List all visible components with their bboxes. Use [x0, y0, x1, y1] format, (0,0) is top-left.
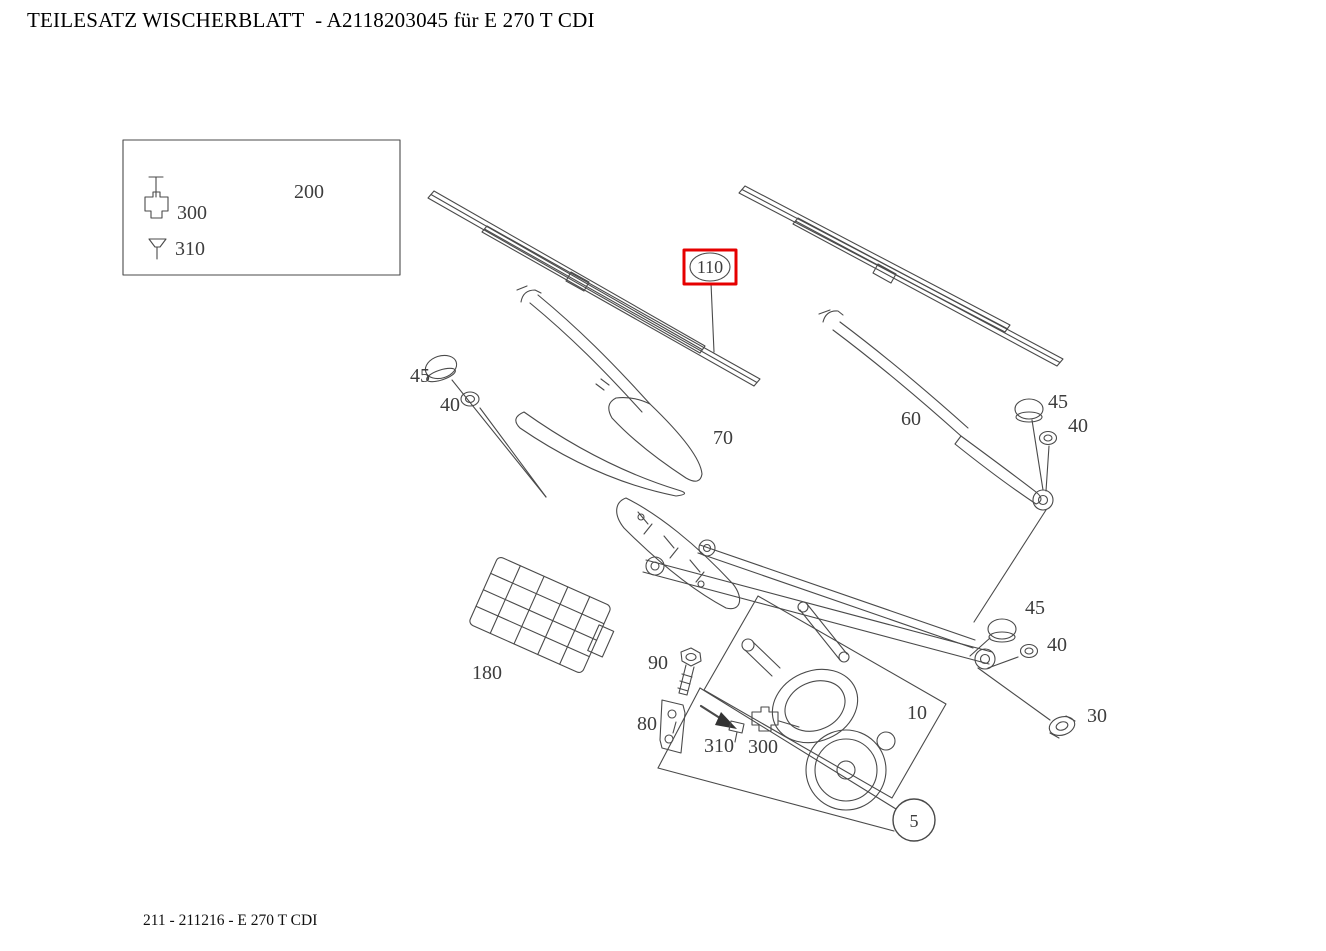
cap-left — [424, 354, 458, 383]
clip-310 — [728, 720, 745, 743]
part-label-310-legend[interactable]: 310 — [175, 238, 205, 260]
highlight-box-110[interactable] — [682, 248, 738, 353]
nut-right — [1038, 430, 1058, 492]
direction-arrow-icon — [699, 704, 737, 729]
part-label-30[interactable]: 30 — [1087, 705, 1107, 727]
part-label-70[interactable]: 70 — [713, 427, 733, 449]
wiper-blade-left — [427, 190, 761, 387]
part-label-310[interactable]: 310 — [704, 735, 734, 757]
wiper-blade-right — [738, 185, 1064, 367]
part-label-40-arm-right[interactable]: 40 — [1068, 415, 1088, 437]
part-label-10[interactable]: 10 — [907, 702, 927, 724]
part-label-110-selected[interactable]: 110 — [697, 257, 723, 277]
part-label-300-legend[interactable]: 300 — [177, 202, 207, 224]
connector-300 — [751, 706, 800, 732]
legend-pin-icon — [148, 238, 167, 260]
part-label-60[interactable]: 60 — [901, 408, 921, 430]
part-label-45-linkage[interactable]: 45 — [1025, 597, 1045, 619]
screw-90 — [677, 647, 702, 696]
bracket-80 — [659, 699, 686, 754]
part-label-80[interactable]: 80 — [637, 713, 657, 735]
nut-left — [451, 379, 547, 498]
page-title: TEILESATZ WISCHERBLATT - A2118203045 für… — [27, 8, 595, 32]
part-label-40-arm-left[interactable]: 40 — [440, 394, 460, 416]
shaft-nut-30 — [1048, 715, 1076, 739]
nut-linkage — [977, 643, 1051, 721]
detail-callout-5 — [657, 687, 936, 842]
part-label-300[interactable]: 300 — [748, 736, 778, 758]
cap-linkage — [969, 618, 1017, 657]
control-module — [469, 557, 615, 673]
cap-right — [1014, 398, 1044, 491]
part-label-5-callout[interactable]: 5 — [910, 811, 919, 831]
linkage-frame — [642, 539, 996, 799]
part-label-200[interactable]: 200 — [294, 181, 324, 203]
wiper-arm-right — [818, 309, 1054, 623]
part-label-90[interactable]: 90 — [648, 652, 668, 674]
page-footer: 211 - 211216 - E 270 T CDI — [143, 912, 318, 929]
cowl-bracket — [616, 497, 741, 610]
legend-connector-icon — [144, 176, 169, 219]
part-label-40-linkage[interactable]: 40 — [1047, 634, 1067, 656]
part-label-45-arm-right[interactable]: 45 — [1048, 391, 1068, 413]
wiper-arm-left — [515, 285, 703, 497]
part-label-180[interactable]: 180 — [472, 662, 502, 684]
part-label-45-arm-left[interactable]: 45 — [410, 365, 430, 387]
wiper-motor — [741, 638, 896, 811]
legend-group-box — [122, 139, 401, 276]
